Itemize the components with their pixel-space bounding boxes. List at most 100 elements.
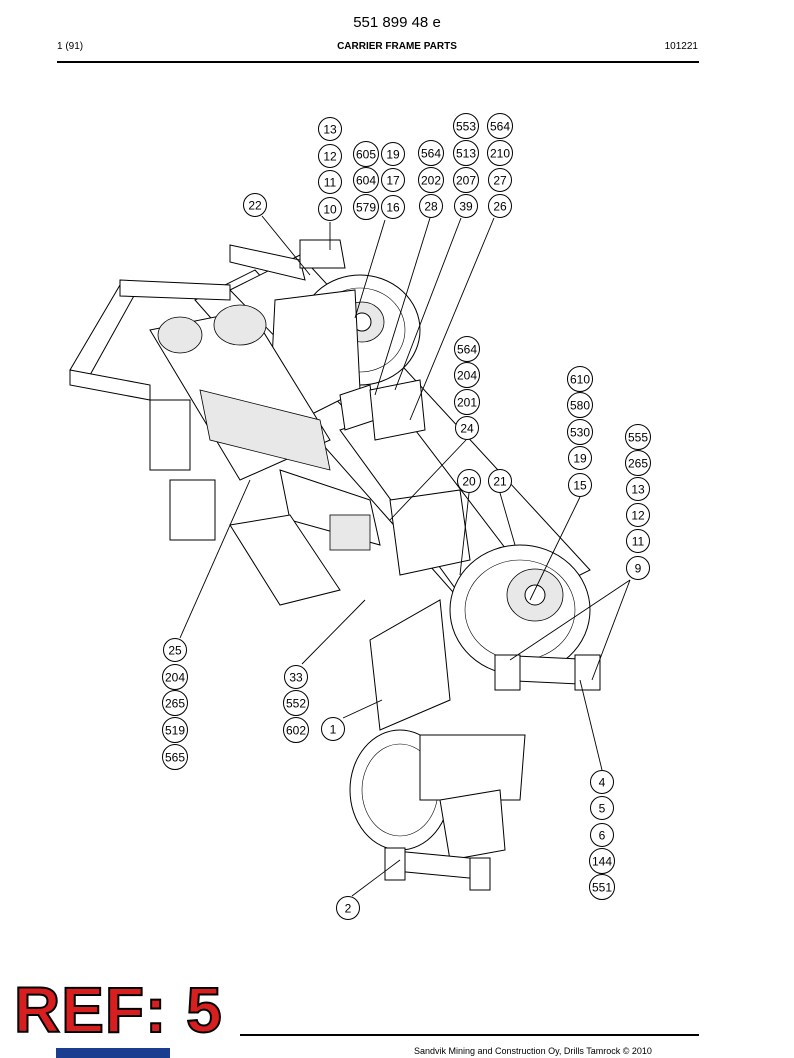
callout-label: 11 (324, 176, 337, 190)
callout-circle (590, 770, 614, 794)
callout-265: 265 (162, 690, 188, 716)
callout-201: 201 (454, 389, 480, 415)
callout-circle (318, 170, 342, 194)
callout-519: 519 (162, 717, 188, 743)
callout-513: 513 (453, 140, 479, 166)
callout-label: 144 (592, 855, 612, 869)
callout-circle (381, 168, 405, 192)
callout-label: 24 (460, 422, 474, 436)
callout-circle (590, 796, 614, 820)
callout-1: 1 (321, 717, 345, 741)
callout-circle (353, 141, 379, 167)
callout-label: 26 (493, 200, 507, 214)
document-number: 551 899 48 e (353, 14, 441, 31)
leader-lines (179, 215, 631, 897)
callout-5: 5 (590, 796, 614, 820)
callout-label: 265 (165, 697, 185, 711)
callout-label: 20 (462, 475, 476, 489)
callout-circle (353, 194, 379, 220)
callout-circle (418, 167, 444, 193)
brand-logo-bar (56, 1048, 170, 1058)
callout-21: 21 (488, 469, 512, 493)
callout-10: 10 (318, 197, 342, 221)
callout-label: 564 (421, 147, 441, 161)
callout-circle (454, 389, 480, 415)
callout-602: 602 (283, 717, 309, 743)
callout-4: 4 (590, 770, 614, 794)
callout-label: 605 (356, 148, 376, 162)
callout-label: 207 (456, 174, 476, 188)
callout-564: 564 (418, 140, 444, 166)
callout-label: 9 (635, 562, 642, 576)
copyright-text: Sandvik Mining and Construction Oy, Dril… (414, 1046, 652, 1056)
callout-circle (454, 362, 480, 388)
callout-circle (589, 874, 615, 900)
callout-26: 26 (488, 194, 512, 218)
callout-circle (453, 167, 479, 193)
callout-13: 13 (318, 117, 342, 141)
callout-label: 1 (330, 723, 337, 737)
callout-circle (567, 419, 593, 445)
callout-label: 555 (628, 431, 648, 445)
callout-530: 530 (567, 419, 593, 445)
callout-551: 551 (589, 874, 615, 900)
callout-label: 265 (628, 457, 648, 471)
callout-6: 6 (590, 823, 614, 847)
callout-label: 19 (573, 452, 587, 466)
callout-circle (567, 392, 593, 418)
callout-circle (318, 197, 342, 221)
revision-code: 101221 (664, 41, 698, 52)
callout-202: 202 (418, 167, 444, 193)
callout-circle (453, 113, 479, 139)
callout-label: 201 (457, 396, 477, 410)
callout-circle (454, 194, 478, 218)
callout-circle (487, 113, 513, 139)
callout-circle (567, 366, 593, 392)
callout-circle (381, 195, 405, 219)
callout-circle (455, 416, 479, 440)
callout-label: 33 (289, 671, 303, 685)
callout-label: 16 (386, 201, 400, 215)
callout-label: 519 (165, 724, 185, 738)
callout-circle (318, 144, 342, 168)
callout-28: 28 (419, 194, 443, 218)
callout-27: 27 (488, 168, 512, 192)
callout-circle (625, 450, 651, 476)
callout-circle (457, 469, 481, 493)
callout-label: 27 (493, 174, 507, 188)
callout-9: 9 (626, 556, 650, 580)
callout-label: 580 (570, 399, 590, 413)
footer-rule (240, 1034, 699, 1036)
callout-label: 13 (323, 123, 337, 137)
callout-label: 39 (459, 200, 473, 214)
callout-17: 17 (381, 168, 405, 192)
callout-label: 12 (323, 150, 337, 164)
callout-label: 610 (570, 373, 590, 387)
callout-circle (353, 167, 379, 193)
callout-circle (283, 690, 309, 716)
callout-553: 553 (453, 113, 479, 139)
callout-circle (321, 717, 345, 741)
callout-label: 204 (165, 671, 185, 685)
callout-12: 12 (318, 144, 342, 168)
callout-label: 202 (421, 174, 441, 188)
callout-label: 13 (631, 483, 645, 497)
callout-label: 579 (356, 201, 376, 215)
callout-circle (488, 168, 512, 192)
callout-circle (488, 469, 512, 493)
callout-19: 19 (568, 446, 592, 470)
callout-label: 15 (573, 479, 587, 493)
callout-circle (626, 503, 650, 527)
callout-circle (419, 194, 443, 218)
callout-circle (336, 896, 360, 920)
callout-label: 210 (490, 147, 510, 161)
callout-label: 553 (456, 120, 476, 134)
callout-144: 144 (589, 848, 615, 874)
callout-circle (488, 194, 512, 218)
callout-label: 6 (599, 829, 606, 843)
callout-11: 11 (318, 170, 342, 194)
callout-39: 39 (454, 194, 478, 218)
callout-565: 565 (162, 744, 188, 770)
